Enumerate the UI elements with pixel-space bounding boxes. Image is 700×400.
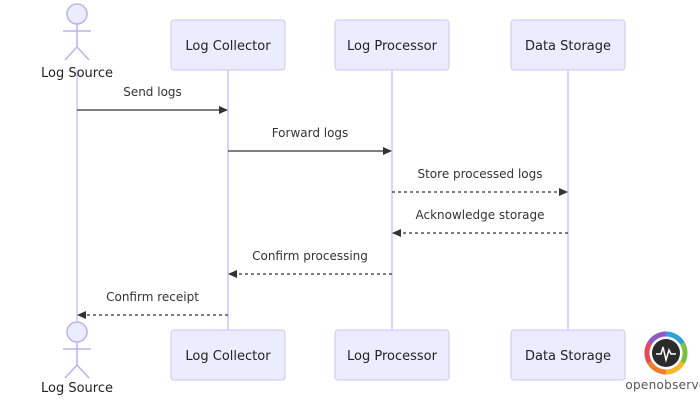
participant-storage-bottom: Data Storage (510, 329, 626, 381)
participant-collector-top: Log Collector (170, 19, 286, 71)
participant-label: Data Storage (525, 39, 611, 54)
participant-collector-bottom: Log Collector (170, 329, 286, 381)
participant-label: Log Source (41, 66, 113, 81)
actor-legs (64, 45, 90, 61)
participant-box (510, 329, 626, 381)
openobserve-logo-icon (644, 331, 688, 375)
participant-label: Log Processor (347, 39, 438, 54)
message-label: Confirm receipt (106, 290, 199, 304)
participant-label: Log Collector (185, 349, 271, 364)
participant-box (510, 19, 626, 71)
message-label: Confirm processing (252, 249, 368, 263)
actor-head (66, 321, 88, 343)
message-label: Send logs (123, 85, 182, 99)
participant-box (334, 329, 450, 381)
participant-storage-top: Data Storage (510, 19, 626, 71)
participant-label: Log Processor (347, 349, 438, 364)
actor-legs (64, 363, 90, 379)
participant-label: Log Collector (185, 39, 271, 54)
actor-head (66, 3, 88, 25)
message-4: Acknowledge storage (392, 208, 568, 237)
message-3: Store processed logs (392, 167, 568, 196)
actor-source-top: Log Source (41, 3, 113, 81)
message-5: Confirm processing (228, 249, 392, 278)
participant-box (170, 329, 286, 381)
message-label: Acknowledge storage (415, 208, 544, 222)
message-2: Forward logs (228, 126, 392, 155)
participant-processor-bottom: Log Processor (334, 329, 450, 381)
openobserve-logo: openobserve (625, 331, 700, 392)
participant-box (334, 19, 450, 71)
lifelines (76, 70, 569, 330)
message-label: Store processed logs (417, 167, 542, 181)
actor-source-bottom: Log Source (41, 321, 113, 396)
participant-label: Log Source (41, 381, 113, 396)
participant-box (170, 19, 286, 71)
message-label: Forward logs (272, 126, 349, 140)
logo-wordmark: openobserve (625, 378, 700, 392)
message-6: Confirm receipt (77, 290, 228, 319)
participant-processor-top: Log Processor (334, 19, 450, 71)
message-1: Send logs (77, 85, 228, 114)
participant-label: Data Storage (525, 349, 611, 364)
